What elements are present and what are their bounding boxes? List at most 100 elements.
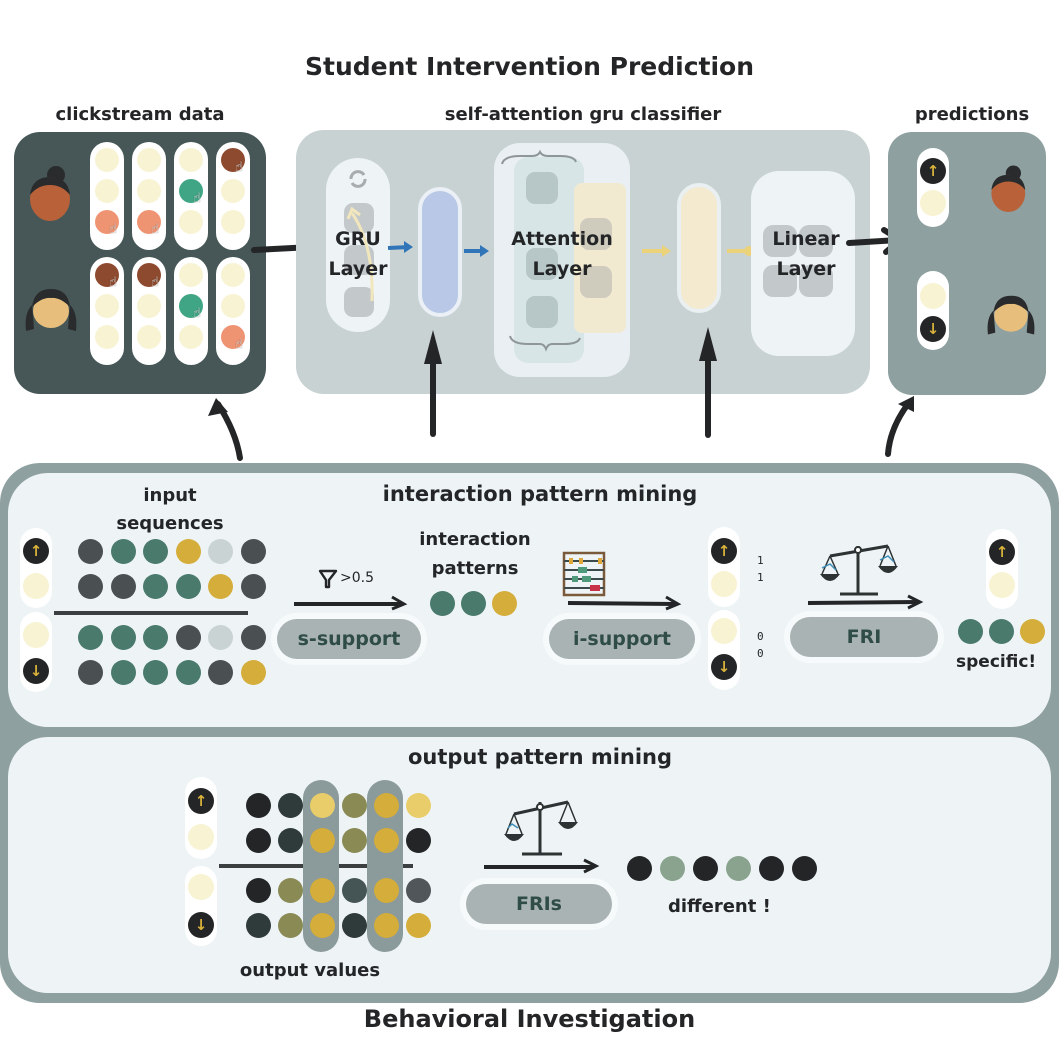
fri-button[interactable]: FRI [790, 617, 938, 657]
click-sequence-column: ☝ [216, 142, 250, 250]
up-arrow-icon: ↑ [23, 538, 49, 564]
attention-label: Attention Layer [511, 228, 613, 280]
behavioral-investigation-title: Behavioral Investigation [363, 1005, 696, 1033]
output-value [310, 913, 335, 938]
output-value [278, 793, 303, 818]
empty-event [179, 325, 203, 349]
output-pattern-event [759, 856, 784, 881]
sequence-event [175, 660, 201, 685]
output-value [406, 878, 431, 903]
down-arrow-icon: ↓ [920, 316, 946, 342]
student-pigtails-avatar [25, 289, 77, 331]
linear-cell [763, 225, 797, 257]
i-support-button[interactable]: i-support [549, 619, 695, 659]
balance-scale-icon [820, 544, 898, 596]
empty-slot [711, 571, 737, 597]
output-down-group: ↓ [185, 866, 217, 946]
student-bun-avatar [30, 166, 70, 221]
empty-event [95, 148, 119, 172]
click-sequence-column: ☝ [90, 257, 124, 365]
output-pattern-event [693, 856, 718, 881]
sequence-event [240, 539, 266, 564]
click-event: ☝ [137, 263, 161, 290]
output-value [374, 878, 399, 903]
sequence-event [143, 539, 168, 564]
arrow-to-clickstream [208, 398, 243, 461]
attention-cell [526, 172, 558, 204]
pointer-hand-icon: ☝ [151, 275, 159, 290]
output-value [342, 793, 367, 818]
sequence-event [78, 660, 103, 685]
output-pattern-event [792, 856, 817, 881]
pattern-event [430, 591, 455, 616]
clickstream-label: clickstream data [55, 104, 225, 125]
attention-cell [526, 296, 558, 328]
sequence-event [110, 625, 136, 650]
pattern-event [1020, 619, 1045, 644]
label-up-group: ↑ [20, 528, 52, 608]
click-event: ☝ [179, 294, 203, 321]
support-value: 1 [757, 554, 764, 567]
output-value [246, 913, 271, 938]
prediction-up: ↑ [917, 148, 949, 227]
click-sequence-column: ☝ [132, 257, 166, 365]
arrow-attention-to-context [642, 245, 671, 257]
sequence-event [175, 539, 201, 564]
output-value [278, 878, 303, 903]
empty-event [95, 325, 119, 349]
empty-slot [920, 283, 946, 309]
output-value [406, 913, 431, 938]
gru-label: GRU Layer [328, 228, 388, 280]
output-pattern-event [627, 856, 652, 881]
interaction-mining-label: interaction pattern mining [382, 482, 698, 506]
output-mining-label: output pattern mining [407, 745, 673, 769]
linear-cell [799, 225, 833, 257]
empty-event [95, 294, 119, 318]
empty-slot [188, 824, 214, 850]
sequence-event [143, 660, 168, 685]
click-event: ☝ [221, 325, 245, 352]
sequence-event [175, 574, 201, 599]
s-support-button[interactable]: s-support [277, 619, 421, 659]
output-value [310, 793, 335, 818]
empty-event [221, 294, 245, 318]
up-arrow-icon: ↑ [920, 158, 946, 184]
refresh-icon [349, 170, 367, 188]
output-value [374, 913, 399, 938]
sequence-event [208, 539, 233, 564]
linear-cell [763, 265, 797, 297]
hidden-state-vector [418, 187, 462, 317]
student-pigtails-avatar [987, 295, 1035, 335]
empty-event [137, 148, 161, 172]
clickstream-panel: ☝☝☝☝☝☝☝☝ [14, 132, 266, 394]
empty-event [179, 148, 203, 172]
fris-button[interactable]: FRIs [466, 884, 612, 924]
different-label: different ! [668, 896, 771, 917]
support-down-group: ↓ [708, 610, 740, 690]
click-sequence-column: ☝ [174, 257, 208, 365]
arrow-to-hidden-state [424, 330, 442, 437]
click-event: ☝ [95, 210, 119, 237]
attention-weight-cell [580, 266, 612, 298]
attention-cell [526, 248, 558, 280]
balance-scale-icon [504, 800, 578, 856]
sequence-event [208, 625, 233, 650]
output-value [246, 878, 271, 903]
output-value [342, 913, 367, 938]
click-event: ☝ [137, 210, 161, 237]
empty-slot [23, 622, 49, 648]
click-event: ☝ [95, 263, 119, 290]
down-arrow-icon: ↓ [23, 658, 49, 684]
output-value [246, 793, 271, 818]
down-arrow-icon: ↓ [711, 654, 737, 680]
empty-event [179, 263, 203, 287]
support-value: 0 [757, 647, 764, 660]
predictions-label: predictions [914, 104, 1030, 125]
sequence-event [240, 625, 266, 650]
output-value [374, 793, 399, 818]
classifier-label: self-attention gru classifier [444, 104, 722, 125]
down-arrow-icon: ↓ [188, 912, 214, 938]
interaction-patterns-label: interaction patterns [419, 529, 531, 579]
output-value [374, 828, 399, 853]
sequence-event [143, 625, 168, 650]
